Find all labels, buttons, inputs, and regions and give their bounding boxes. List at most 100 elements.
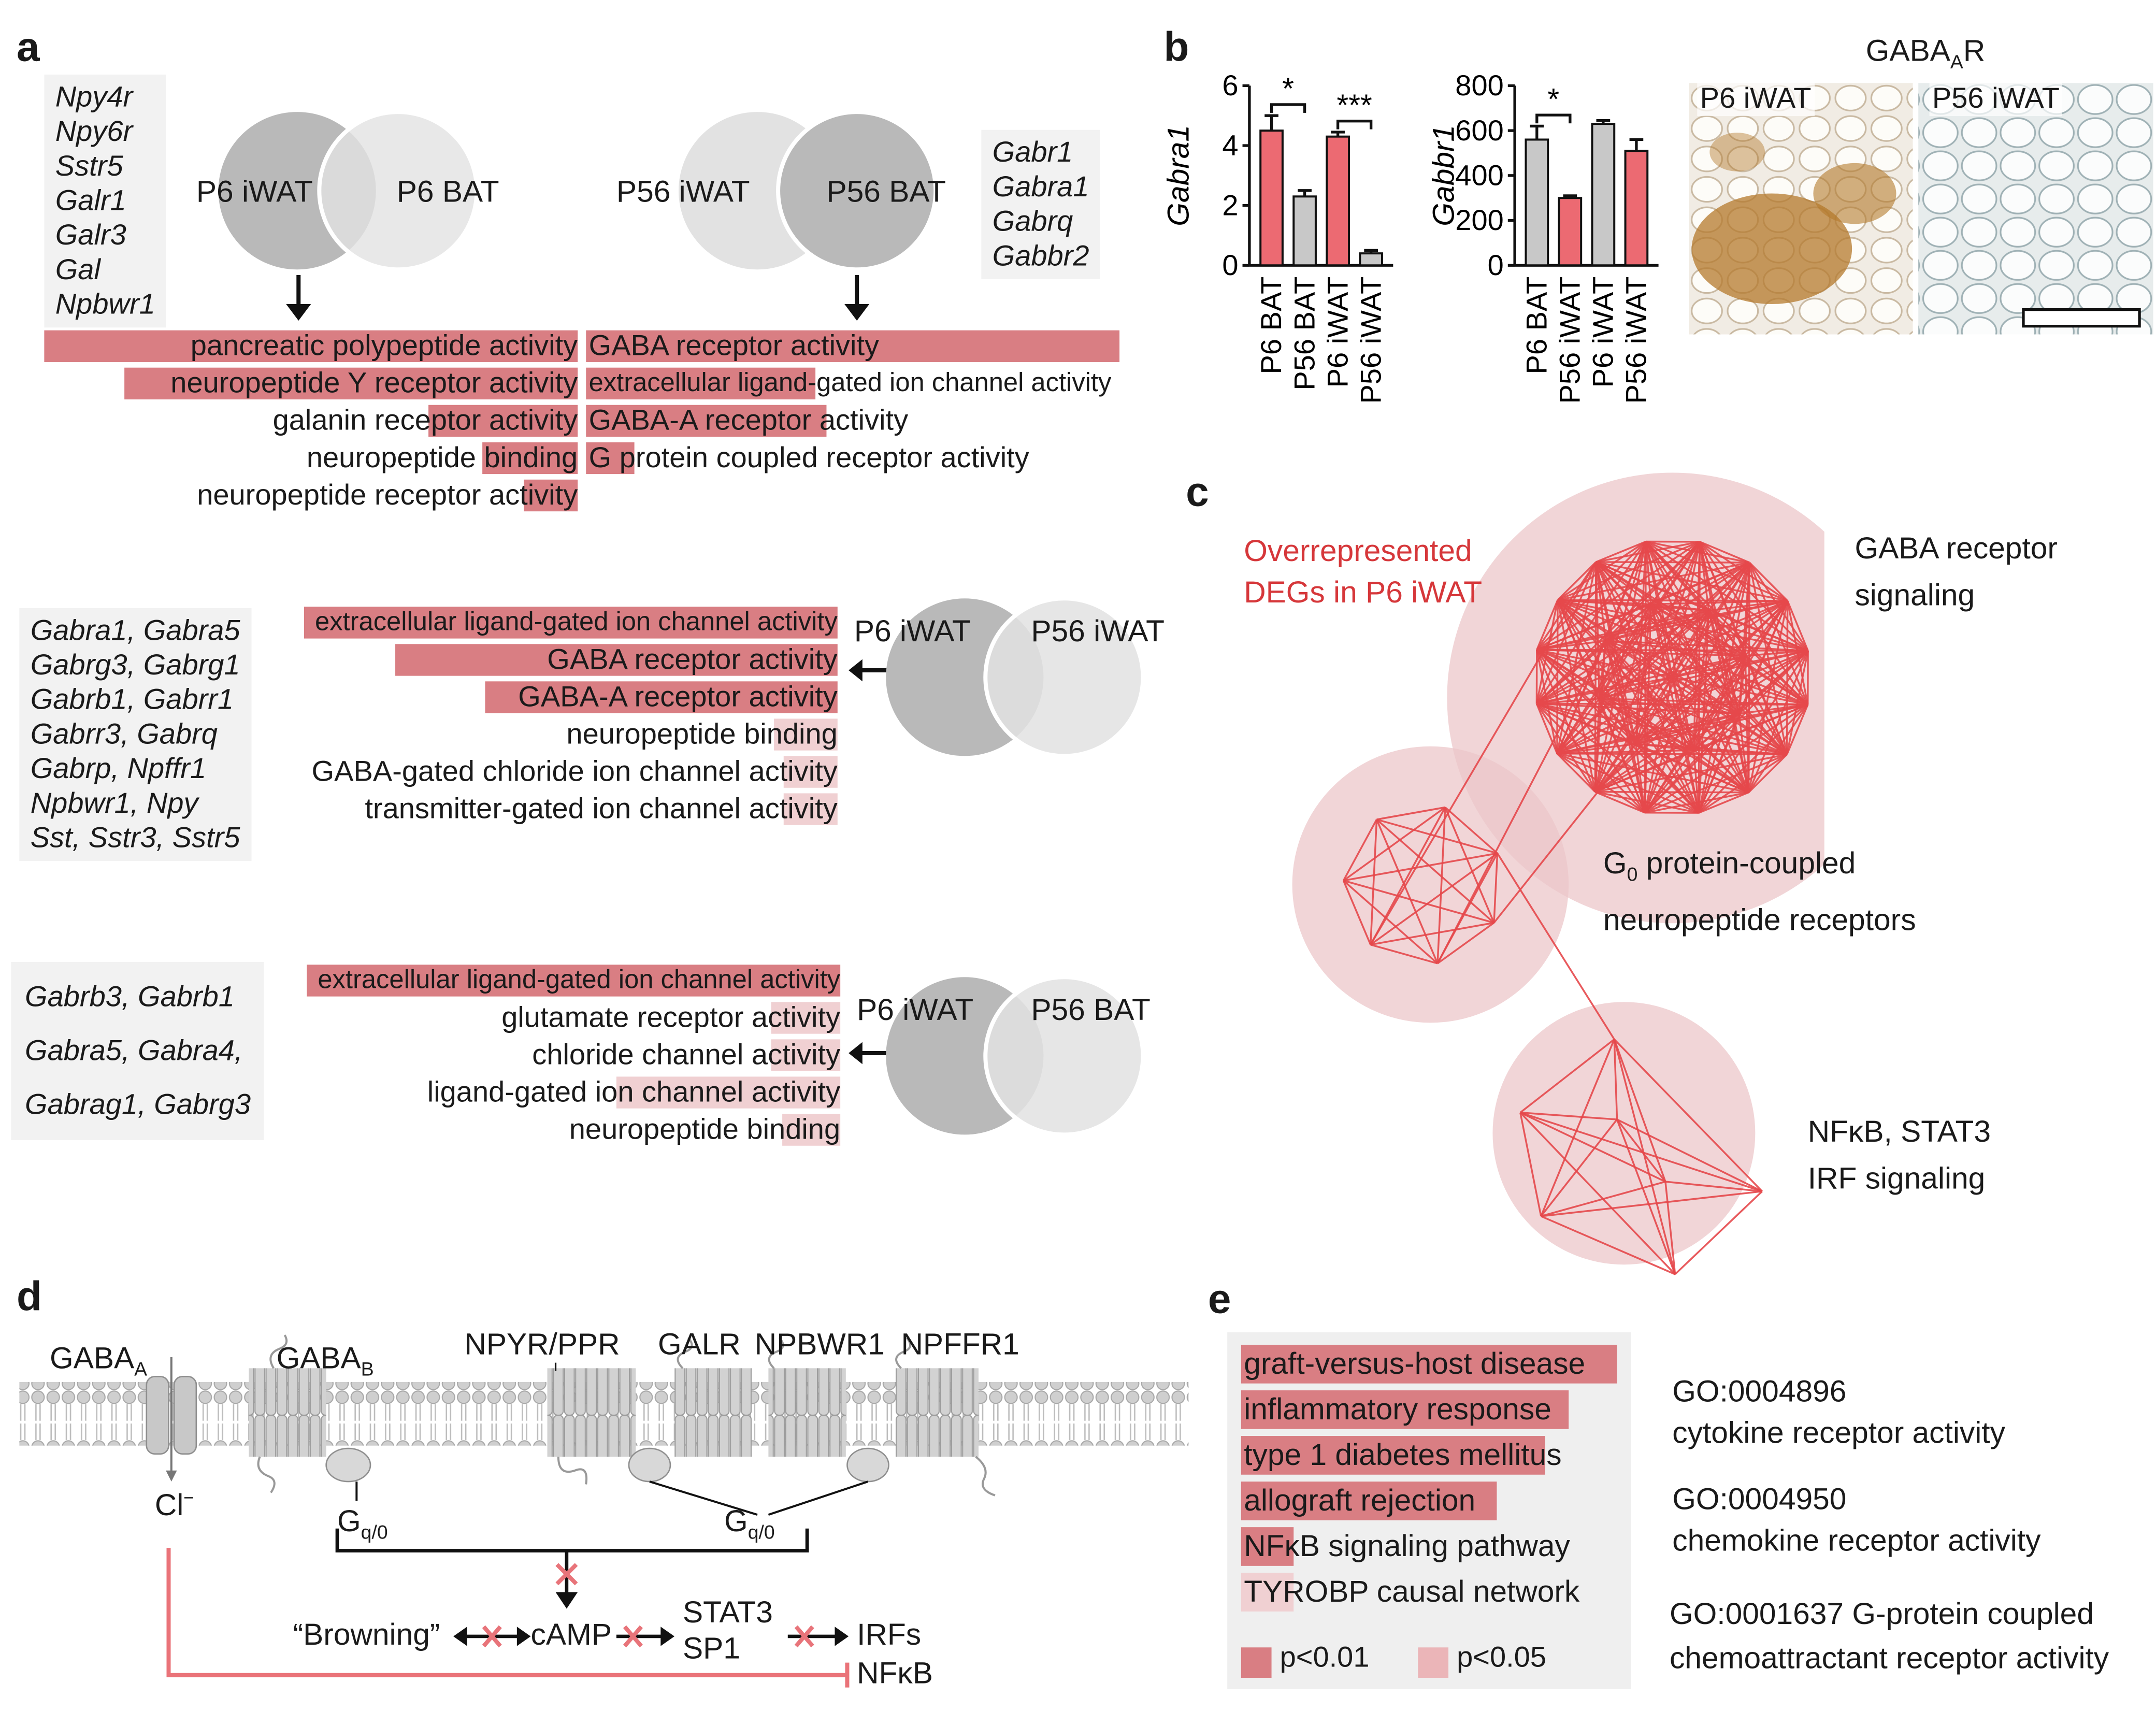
g-protein-gabab <box>326 1448 370 1482</box>
gene-name: Gabrp, Npffr1 <box>31 752 240 786</box>
g-protein-left <box>629 1448 670 1482</box>
go-term-label: graft-versus-host disease <box>1241 1343 1585 1385</box>
gene-name: Gal <box>55 253 155 287</box>
if-label-left: P6 iWAT <box>1697 83 1814 116</box>
go-term-row: ligand-gated ion channel activity <box>307 1075 840 1109</box>
go-term-label: extracellular ligand-gated ion channel a… <box>586 366 1111 401</box>
go-term-label: neuropeptide binding <box>566 1113 840 1147</box>
npyr-receptor <box>548 1368 636 1457</box>
go-term-label: GABA-gated chloride ion channel activity <box>309 755 838 789</box>
venn-label-left: P6 iWAT <box>196 174 313 210</box>
stain-region <box>1709 133 1765 171</box>
go-term-label: NFκB signaling pathway <box>1241 1526 1570 1567</box>
go-term-label: neuropeptide binding <box>564 717 838 752</box>
y-tick-label: 800 <box>1455 69 1503 102</box>
x-tick-label: P6 iWAT <box>1321 277 1354 388</box>
go-term-row: neuropeptide binding <box>304 717 838 751</box>
go-term-row: neuropeptide binding <box>44 441 578 474</box>
label-npyr: NPYR/PPR <box>464 1327 620 1362</box>
go-term-row: extracellular ligand-gated ion channel a… <box>586 366 1119 399</box>
go-term-label: glutamate receptor activity <box>499 1001 840 1036</box>
if-label-right: P56 iWAT <box>1930 83 2063 116</box>
go-term-row: graft-versus-host disease <box>1241 1343 1617 1376</box>
go-term-label: ligand-gated ion channel activity <box>424 1075 840 1110</box>
significance-label: * <box>1547 82 1559 116</box>
arrow-head <box>844 304 869 321</box>
label-npbwr1: NPBWR1 <box>755 1327 885 1362</box>
arrow-head <box>286 304 311 321</box>
bar <box>1260 131 1283 265</box>
venn-p6iwat-p6bat <box>194 110 525 332</box>
bar <box>1526 139 1548 265</box>
go-term-row: G protein coupled receptor activity <box>586 441 1119 474</box>
go-term-label: transmitter-gated ion channel activity <box>362 792 838 827</box>
y-tick-label: 0 <box>1222 249 1238 281</box>
go-term-label: GABA-A receptor activity <box>586 404 908 438</box>
gabaa-channel-right <box>174 1376 196 1454</box>
go-term-row: GABA-gated chloride ion channel activity <box>304 755 838 788</box>
go-term-row: glutamate receptor activity <box>307 1001 840 1034</box>
label-irfs: IRFs <box>857 1617 921 1653</box>
y-axis-label: Gabbr1 <box>1427 125 1461 226</box>
gene-name: Gabrr3, Gabrq <box>31 717 240 752</box>
gene-name: Gabrag1, Gabrg3 <box>25 1078 251 1132</box>
x-tick-label: P56 iWAT <box>1554 277 1586 404</box>
go-term-label: neuropeptide binding <box>304 441 578 476</box>
go-term-row: TYROBP causal network <box>1241 1572 1617 1605</box>
gene-name: Gabra1 <box>993 170 1089 205</box>
go-term-label: chloride channel activity <box>529 1038 840 1073</box>
go-term-label: extracellular ligand-gated ion channel a… <box>312 606 838 640</box>
galr-receptor <box>674 1368 752 1457</box>
network-edge <box>1596 562 1749 563</box>
y-tick-label: 2 <box>1222 189 1238 221</box>
network-edge <box>1787 601 1788 754</box>
x-tick-label: P6 iWAT <box>1587 277 1619 388</box>
bar <box>1592 124 1615 265</box>
label-galr: GALR <box>658 1327 741 1362</box>
legend-swatch-strong <box>1241 1647 1272 1678</box>
label-browning: “Browning” <box>293 1617 440 1653</box>
gene-name: Npbwr1, Npy <box>31 786 240 821</box>
network-edge <box>1595 792 1748 793</box>
go-term-label: TYROBP causal network <box>1241 1572 1579 1613</box>
y-tick-label: 4 <box>1222 129 1238 162</box>
cl-flux-arrow <box>166 1471 177 1482</box>
y-tick-label: 0 <box>1488 249 1504 281</box>
y-tick-label: 6 <box>1222 69 1238 102</box>
go-term-row: GABA receptor activity <box>304 643 838 676</box>
go-term-row: GABA-A receptor activity <box>586 404 1119 437</box>
gene-name: Gabra5, Gabra4, <box>25 1024 251 1078</box>
bar <box>1293 196 1316 265</box>
bar <box>1559 198 1582 265</box>
x-tick-label: P56 iWAT <box>1354 277 1387 404</box>
go-term-row: neuropeptide Y receptor activity <box>44 366 578 399</box>
gabaa-channel-left <box>147 1376 169 1454</box>
go-term-row: inflammatory response <box>1241 1389 1617 1422</box>
gene-name: Gabbr2 <box>993 239 1089 274</box>
venn-label-right: P6 BAT <box>397 174 499 210</box>
gene-name: Gabrq <box>993 205 1089 239</box>
legend-label-light: p<0.05 <box>1457 1642 1546 1675</box>
gene-name: Npy6r <box>55 114 155 149</box>
cluster-nfkb <box>1492 1002 1755 1264</box>
y-tick-label: 400 <box>1455 159 1503 192</box>
x-tick-label: P56 iWAT <box>1620 277 1652 404</box>
cluster-g0 <box>1292 746 1569 1023</box>
if-image-p56iwat <box>1918 83 2153 335</box>
label-gq-right: Gq/0 <box>724 1504 775 1543</box>
go-term-label: extracellular ligand-gated ion channel a… <box>315 964 840 998</box>
go-term-label: galanin receptor activity <box>270 404 578 438</box>
y-tick-label: 200 <box>1455 204 1503 236</box>
label-gq-left: Gq/0 <box>337 1504 388 1543</box>
venn-label-right: P56 BAT <box>826 174 946 210</box>
npyr-cterm <box>558 1457 586 1484</box>
venn-label-left: P6 iWAT <box>857 993 973 1028</box>
gene-name: Sstr5 <box>55 149 155 184</box>
